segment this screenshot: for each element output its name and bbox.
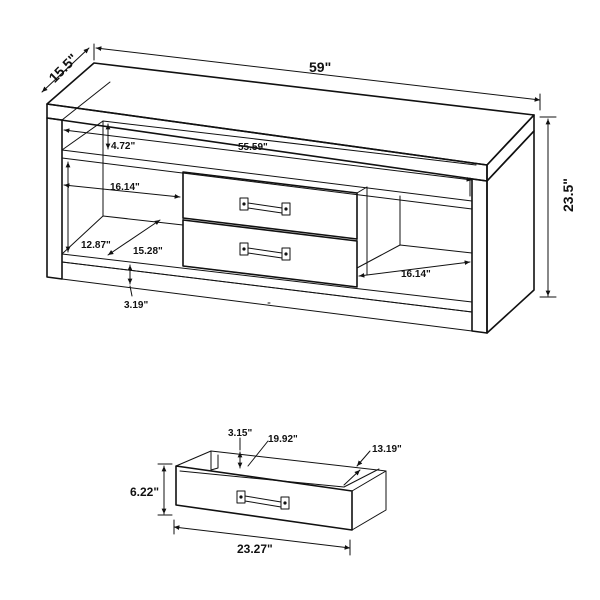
right-end-panel-front — [471, 178, 488, 334]
drawer-front-panel — [175, 465, 353, 531]
drawer-drawing — [175, 450, 387, 531]
bottom-shelf-back-right — [356, 244, 473, 269]
drawer-side-height-label: 3.15" — [228, 428, 252, 439]
drawer-inner-width-dim-line — [356, 450, 371, 467]
drawer-inner-width-dim-arrow2 — [343, 469, 361, 486]
drawer-box-right-side — [351, 470, 387, 492]
back-edge-line — [61, 81, 111, 121]
shelf-depth-label: 15.28" — [133, 246, 163, 257]
drawer-handle-icon — [236, 490, 290, 510]
inner-width-label: 55.59" — [238, 142, 268, 153]
drawer-height-label: 6.22" — [130, 485, 159, 499]
overall-width-dim-line — [95, 46, 541, 102]
drawer-inner-depth-leader — [247, 440, 269, 467]
tv-stand-drawing — [46, 62, 535, 334]
base-clearance-label: 3.19" — [124, 300, 148, 311]
overall-height-label: 23.5" — [560, 178, 576, 212]
overall-depth-label: 15.5" — [45, 50, 80, 85]
shelf-depth-dim-line — [107, 219, 161, 256]
drawer-box-right-side-lower — [351, 486, 387, 531]
plinth-front — [61, 261, 473, 332]
right-end-panel-side — [486, 130, 535, 334]
upper-drawer-handle-icon — [239, 197, 291, 216]
right-shelf-width-label: 16.14" — [401, 269, 431, 280]
drawer-dimension-lines — [157, 437, 371, 556]
left-end-panel — [46, 117, 63, 280]
overall-depth-dim-line — [41, 47, 90, 93]
drawer-inner-width-label: 13.19" — [372, 444, 402, 455]
left-shelf-width-dim-line — [63, 183, 181, 199]
drawer-width-label: 23.27" — [237, 542, 273, 556]
lower-drawer-front — [182, 219, 358, 288]
opening-height-label: 12.87" — [81, 240, 111, 251]
drawer-width-dim-line — [173, 525, 351, 550]
drawer-box-back-inner — [210, 454, 219, 471]
middle-shelf-front — [61, 149, 473, 210]
tv-stand-dimension-lines — [41, 43, 557, 298]
inner-width-dim-line — [63, 128, 473, 182]
drawer-inner-right — [343, 468, 380, 488]
right-shelf-width-dim-line — [358, 260, 471, 278]
top-shelf-height-label: 4.72" — [111, 141, 135, 152]
drawer-dimension-labels: 3.15" 19.92" 13.19" 6.22" 23.27" — [130, 428, 402, 556]
lower-drawer-handle-icon — [239, 242, 291, 261]
drawer-module-side — [356, 186, 368, 194]
overall-width-label: 59" — [309, 59, 331, 75]
top-slab-side-face — [486, 114, 535, 182]
drawer-box-back — [210, 450, 387, 488]
upper-drawer-front — [182, 171, 358, 240]
drawer-front-top-edge — [179, 470, 345, 488]
drawer-inner-depth-label: 19.92" — [268, 434, 298, 445]
left-shelf-width-label: 16.14" — [110, 182, 140, 193]
